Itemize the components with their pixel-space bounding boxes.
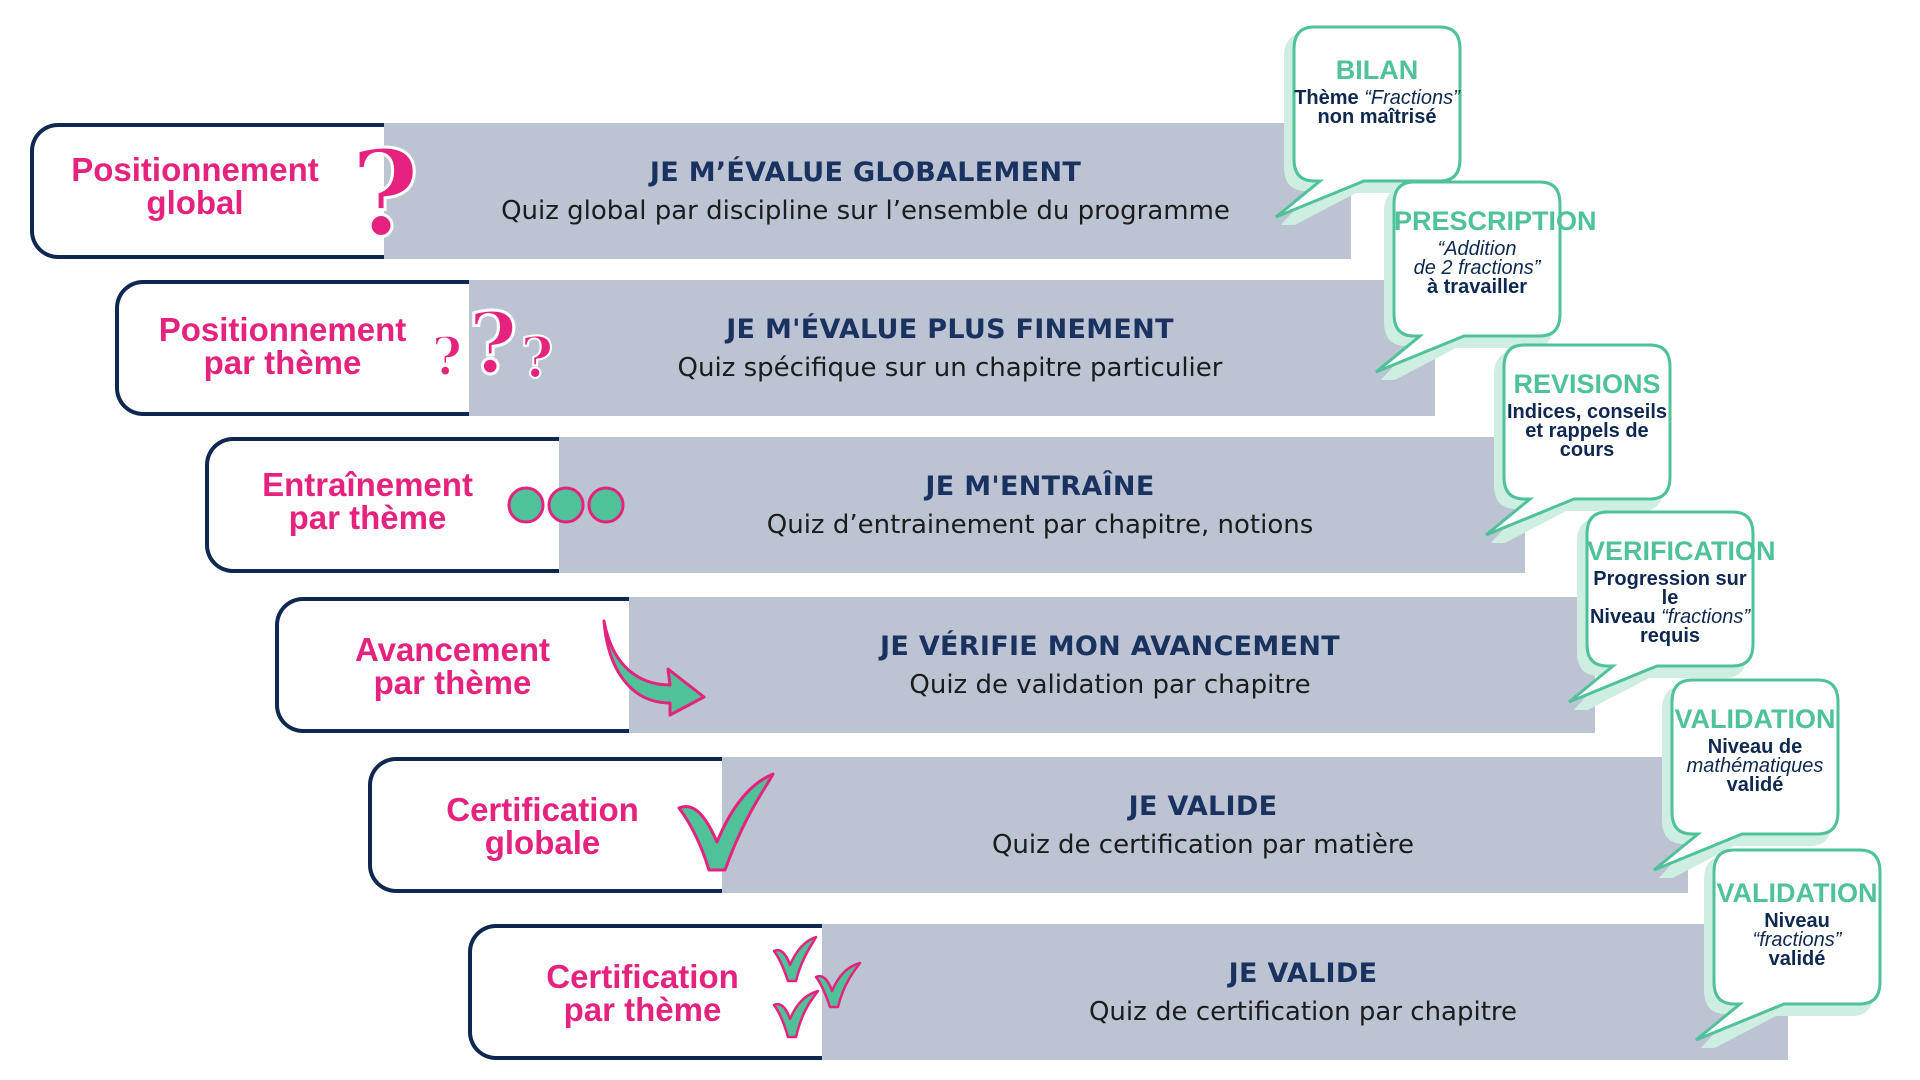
bubble-content: PRESCRIPTION “Addition de 2 fractions” à… <box>1394 206 1597 298</box>
svg-text:?: ? <box>521 325 554 390</box>
step-bar: JE M'ÉVALUE PLUS FINEMENT Quiz spécifiqu… <box>465 280 1435 416</box>
bubble-body: Progression sur le Niveau “fractions” re… <box>1589 568 1751 647</box>
step-label-box <box>30 123 384 259</box>
step-bar: JE VÉRIFIE MON AVANCEMENT Quiz de valida… <box>625 597 1595 733</box>
step-subtitle: Quiz spécifique sur un chapitre particul… <box>677 352 1223 383</box>
step-title: JE M’ÉVALUE GLOBALEMENT <box>649 156 1082 188</box>
step-title: JE M'ÉVALUE PLUS FINEMENT <box>726 313 1174 345</box>
step-subtitle: Quiz d’entrainement par chapitre, notion… <box>766 509 1314 540</box>
step-label-box <box>115 280 469 416</box>
step-title: JE VALIDE <box>1128 790 1278 822</box>
bubble-body: Thème “Fractions” non maîtrisé <box>1294 87 1460 128</box>
step-label-box <box>368 757 722 893</box>
bubble-title: BILAN <box>1335 55 1419 85</box>
step-bar: JE VALIDE Quiz de certification par chap… <box>818 924 1788 1060</box>
bubble-body: Indices, conseils et rappels de cours <box>1506 401 1668 461</box>
step-label-box <box>468 924 822 1060</box>
step-label-box <box>275 597 629 733</box>
bubble-title: VALIDATION <box>1716 878 1878 908</box>
svg-text:?: ? <box>350 130 419 250</box>
step-title: JE VÉRIFIE MON AVANCEMENT <box>880 630 1340 662</box>
curved-arrow-icon <box>602 619 706 717</box>
step-title: JE M'ENTRAÎNE <box>925 470 1155 502</box>
bubble-content: BILAN Thème “Fractions” non maîtrisé <box>1294 55 1460 127</box>
bubble-body: Niveau “fractions” validé <box>1752 910 1842 970</box>
step-bar: JE M'ENTRAÎNE Quiz d’entrainement par ch… <box>555 437 1525 573</box>
step-subtitle: Quiz de certification par chapitre <box>1088 996 1518 1027</box>
bubble-title: REVISIONS <box>1513 369 1661 399</box>
step-label-box <box>205 437 559 573</box>
step-subtitle: Quiz de validation par chapitre <box>909 669 1311 700</box>
svg-text:?: ? <box>468 295 517 390</box>
bubble-content: VERIFICATION Progression sur le Niveau “… <box>1587 536 1776 647</box>
bubble-content: VALIDATION Niveau de mathématiques valid… <box>1672 704 1838 795</box>
step-title: JE VALIDE <box>1228 957 1378 989</box>
bubble-title: PRESCRIPTION <box>1394 206 1597 236</box>
bubble-title: VALIDATION <box>1674 704 1836 734</box>
three-dots-icon <box>507 486 625 524</box>
bubble-body: “Addition de 2 fractions” à travailler <box>1413 238 1541 298</box>
checkmark-icon <box>677 772 775 872</box>
triple-question-marks-icon: ? ? ? <box>431 295 555 390</box>
bubble-content: VALIDATION Niveau “fractions” validé <box>1714 878 1880 969</box>
step-bar: JE VALIDE Quiz de certification par mati… <box>718 757 1688 893</box>
bubble-body: Niveau de mathématiques validé <box>1686 736 1824 796</box>
step-subtitle: Quiz de certification par matière <box>991 829 1415 860</box>
bubble-content: REVISIONS Indices, conseils et rappels d… <box>1504 369 1670 460</box>
step-bar: JE M’ÉVALUE GLOBALEMENT Quiz global par … <box>380 123 1351 259</box>
svg-text:?: ? <box>432 327 462 388</box>
step-subtitle: Quiz global par discipline sur l’ensembl… <box>501 195 1230 226</box>
triple-checkmarks-icon <box>772 935 862 1039</box>
question-mark-icon: ? <box>349 130 421 250</box>
bubble-title: VERIFICATION <box>1587 536 1776 566</box>
